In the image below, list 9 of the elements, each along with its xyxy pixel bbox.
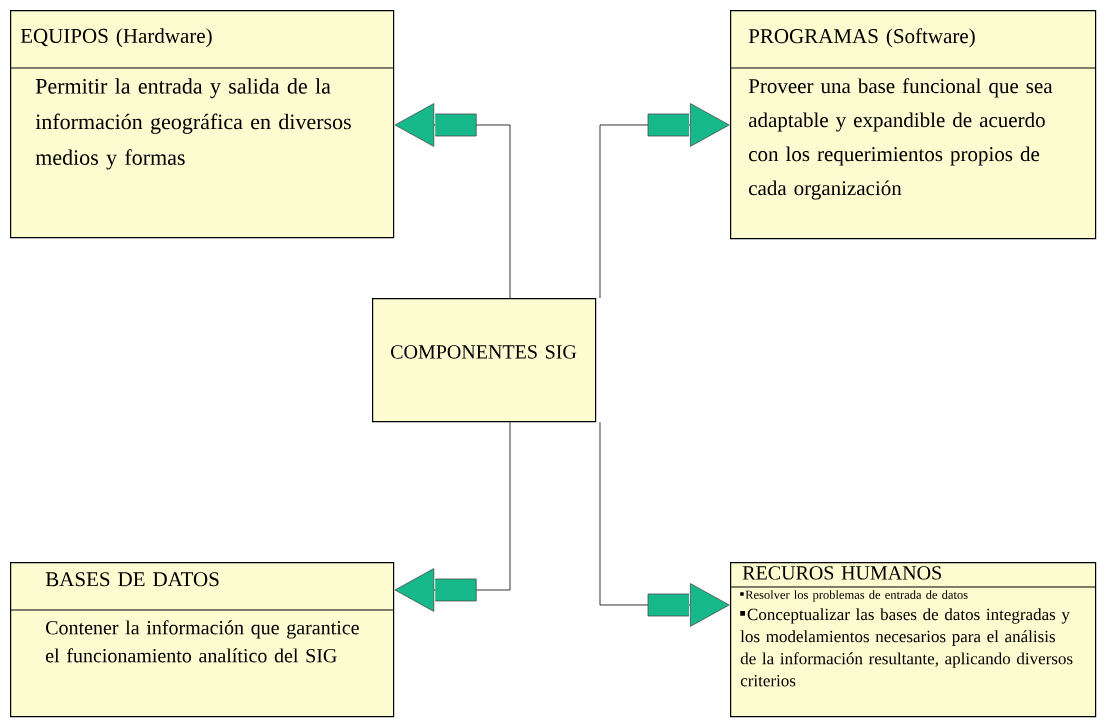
component-box: COMPONENTES SIG — [372, 298, 597, 423]
component-box: EQUIPOS (Hardware) Permitir la entrada y salida de la información geográfica en diversos medios y formas — [9, 10, 395, 239]
block-arrow — [394, 421, 511, 612]
component-box: RECUROS HUMANOS Resolver los problemas de entrada de datos Conceptualizar las bases de datos integradas y los modelamientos necesarios para el análisis de la información resultante, aplicando diversos criterios — [729, 562, 1097, 718]
component-box: PROGRAMAS (Software) Proveer una base funcional que sea adaptable y expandible de acuerdo con los requerimientos propios de cada organización — [729, 10, 1097, 240]
block-arrow — [599, 421, 730, 627]
component-box: BASES DE DATOS Contener la información que garantice el funcionamiento analítico del SIG — [9, 562, 395, 718]
block-arrow — [394, 103, 511, 299]
block-arrow — [599, 103, 730, 299]
